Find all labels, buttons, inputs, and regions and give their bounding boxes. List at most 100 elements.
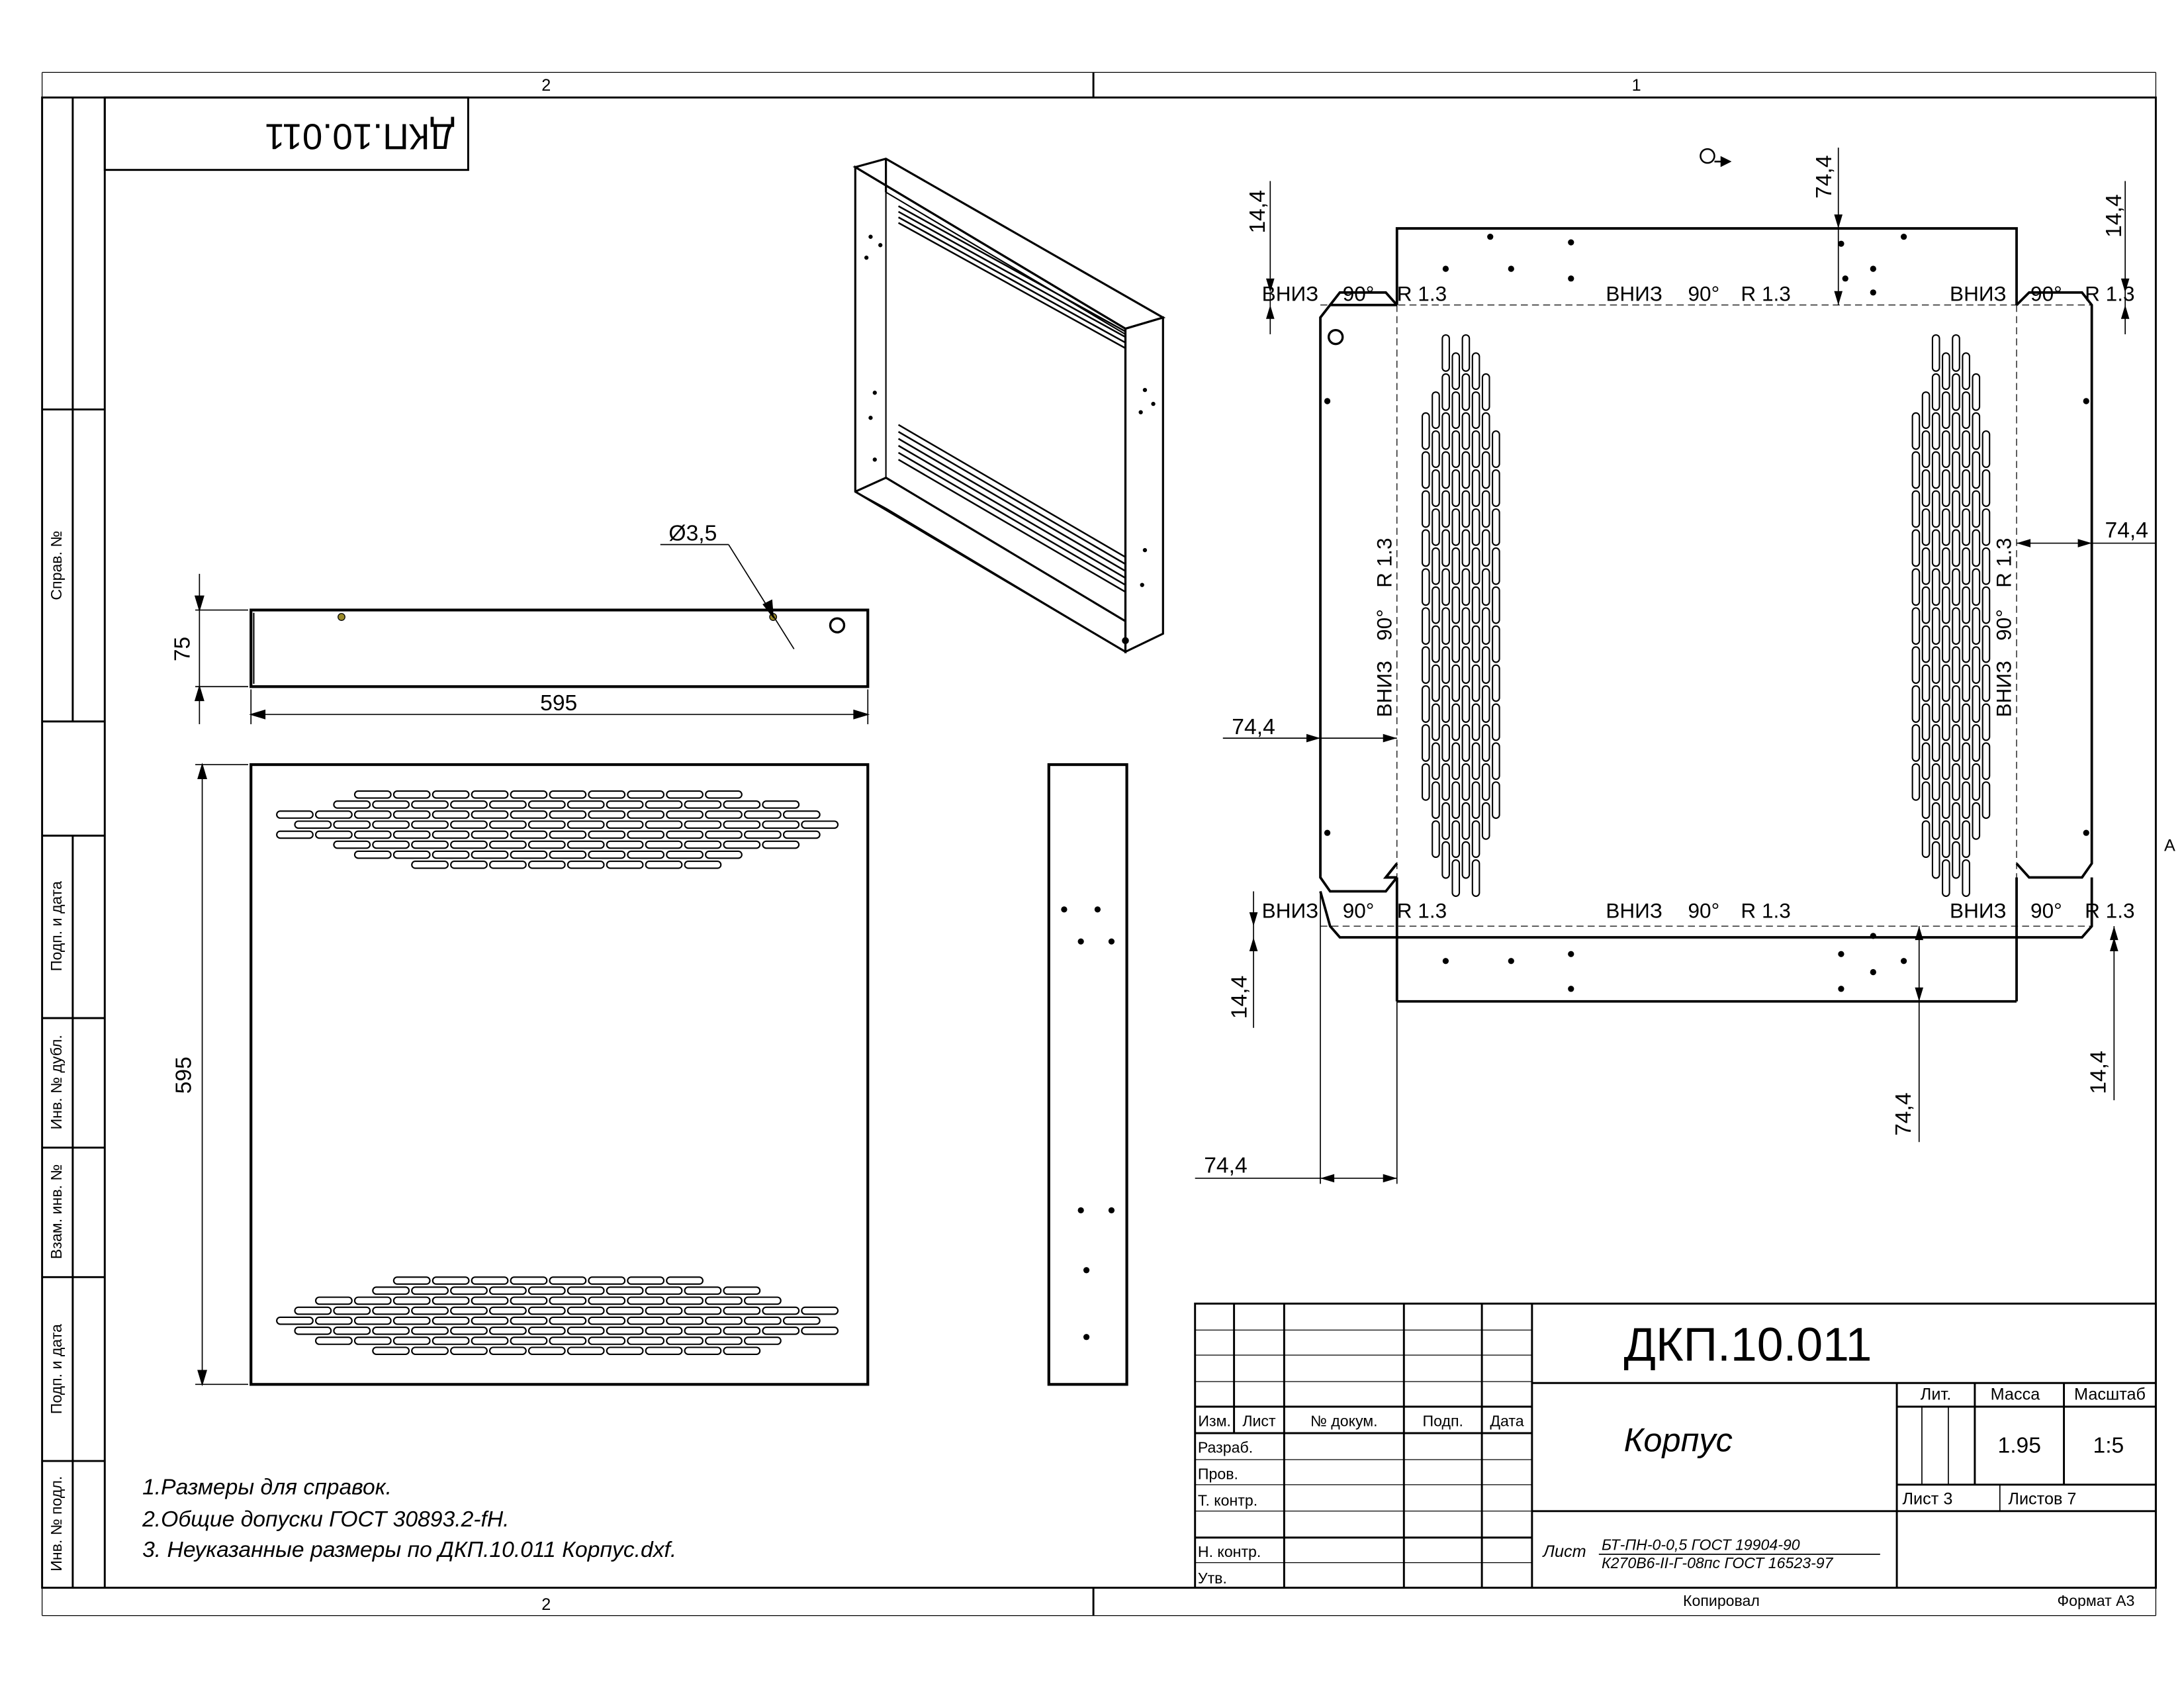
vent-slot bbox=[488, 1306, 527, 1315]
vent-slot bbox=[1432, 625, 1440, 663]
vent-slot bbox=[450, 1346, 488, 1355]
vent-slot bbox=[1492, 781, 1500, 820]
vent-slot bbox=[1931, 841, 1940, 879]
vent-slot bbox=[1931, 646, 1940, 684]
vent-slot bbox=[471, 850, 509, 859]
isometric-view bbox=[852, 158, 1166, 654]
zone-label-bottom: 2 bbox=[541, 1595, 551, 1614]
copied-by-label: Копировал bbox=[1683, 1592, 1760, 1609]
vent-slot bbox=[1451, 820, 1461, 859]
vent-slot bbox=[1921, 781, 1931, 820]
vent-slot bbox=[294, 1306, 332, 1315]
vent-slot bbox=[1492, 586, 1500, 624]
vent-slot bbox=[510, 830, 548, 839]
vent-slot bbox=[549, 790, 587, 799]
vent-slot bbox=[1931, 568, 1940, 606]
side-label-vzam-inv: Взам. инв. № bbox=[48, 1164, 65, 1259]
vent-slot bbox=[1972, 412, 1981, 450]
vent-slot bbox=[782, 1316, 821, 1325]
dim-flat-tab-bl: 14,4 bbox=[1228, 976, 1252, 1019]
side-label-podp-data-2: Подп. и дата bbox=[48, 1324, 65, 1414]
vent-slot bbox=[1481, 763, 1490, 801]
vent-slot bbox=[1962, 547, 1970, 585]
vent-slot bbox=[549, 1336, 587, 1345]
vent-slot bbox=[1492, 508, 1500, 546]
tb-header-izm: Изм. bbox=[1198, 1412, 1231, 1429]
vent-slot bbox=[294, 820, 332, 829]
vent-slot bbox=[1471, 625, 1480, 663]
bend-note-bc-dir: ВНИЗ bbox=[1606, 899, 1662, 923]
vent-slot bbox=[588, 1336, 626, 1345]
vent-slot bbox=[1942, 859, 1950, 897]
title-block-thin-rows bbox=[1195, 1329, 1532, 1564]
vent-slot bbox=[705, 850, 743, 859]
vent-slot bbox=[1451, 508, 1461, 546]
vent-slot bbox=[432, 1336, 470, 1345]
vent-slot bbox=[1432, 742, 1440, 780]
flat-dimension-lines bbox=[1195, 148, 2156, 1184]
vent-slot bbox=[567, 840, 605, 849]
vent-slot bbox=[1931, 607, 1940, 645]
vent-slot bbox=[645, 800, 683, 809]
vent-slot bbox=[684, 820, 722, 829]
tb-row-tkontr: Т. контр. bbox=[1198, 1491, 1257, 1509]
vent-slot bbox=[1911, 685, 1921, 723]
tb-designation: ДКП.10.011 bbox=[1624, 1319, 1872, 1372]
bend-note-tc-angle: 90° bbox=[1688, 281, 1719, 305]
bend-note-bc-radius: R 1.3 bbox=[1741, 899, 1790, 923]
vent-slot bbox=[1432, 391, 1440, 430]
bend-note-r-angle: 90° bbox=[1992, 609, 2016, 641]
vent-slot bbox=[1972, 451, 1981, 489]
dim-flat-tab-tl: 14,4 bbox=[1246, 190, 1270, 234]
vent-slot bbox=[1492, 664, 1500, 702]
title-block-grid bbox=[1194, 1302, 2157, 1589]
vent-slot bbox=[666, 810, 704, 819]
vent-slot bbox=[1422, 568, 1430, 606]
vent-slot bbox=[1481, 373, 1490, 411]
vent-slot bbox=[705, 830, 743, 839]
isometric-upper-vents bbox=[897, 205, 1126, 350]
vent-slot bbox=[567, 1327, 605, 1335]
bend-note-tl-radius: R 1.3 bbox=[1397, 281, 1447, 305]
vent-slot bbox=[372, 1286, 410, 1295]
vent-slot bbox=[1931, 802, 1940, 840]
vent-slot bbox=[627, 810, 665, 819]
dim-hole-leader bbox=[660, 543, 795, 649]
vent-slot bbox=[1952, 373, 1960, 411]
dim-flat-flange-left: 74,4 bbox=[1232, 715, 1275, 739]
bend-note-tl-angle: 90° bbox=[1343, 281, 1375, 305]
vent-slot bbox=[1981, 508, 1991, 546]
vent-slot bbox=[666, 1316, 704, 1325]
vent-slot bbox=[1952, 841, 1960, 879]
vent-slot bbox=[1451, 781, 1461, 820]
vent-slot bbox=[411, 1286, 449, 1295]
vent-slot bbox=[1432, 508, 1440, 546]
vent-slot bbox=[606, 1327, 644, 1335]
flat-pattern-round-hole bbox=[1327, 328, 1344, 346]
vent-slot bbox=[1432, 781, 1440, 820]
vent-slot bbox=[1962, 625, 1970, 663]
vent-slot bbox=[549, 810, 587, 819]
tb-mass-label: Масса bbox=[1991, 1385, 2041, 1403]
bend-note-right-vertical: ВНИЗ 90° R 1.3 bbox=[1992, 538, 2016, 717]
vent-slot bbox=[684, 800, 722, 809]
vent-slot bbox=[723, 1306, 761, 1315]
vent-slot bbox=[471, 1316, 509, 1325]
vent-slot bbox=[1911, 529, 1921, 567]
vent-slot bbox=[488, 1346, 527, 1355]
vent-slot bbox=[372, 840, 410, 849]
vent-slot bbox=[1942, 664, 1950, 702]
vent-slot bbox=[1441, 568, 1450, 606]
vent-slot bbox=[1921, 586, 1931, 624]
vent-slot bbox=[666, 850, 704, 859]
vent-slot bbox=[432, 810, 470, 819]
vent-slot bbox=[1481, 568, 1490, 606]
vent-slot bbox=[353, 1336, 392, 1345]
vent-slot bbox=[1962, 391, 1970, 430]
vent-slot bbox=[450, 820, 488, 829]
dim-top-height bbox=[195, 763, 249, 1387]
bend-note-l-dir: ВНИЗ bbox=[1372, 661, 1396, 718]
tb-scale-label: Масштаб bbox=[2074, 1385, 2146, 1403]
top-view-vents-lower bbox=[276, 1276, 839, 1355]
